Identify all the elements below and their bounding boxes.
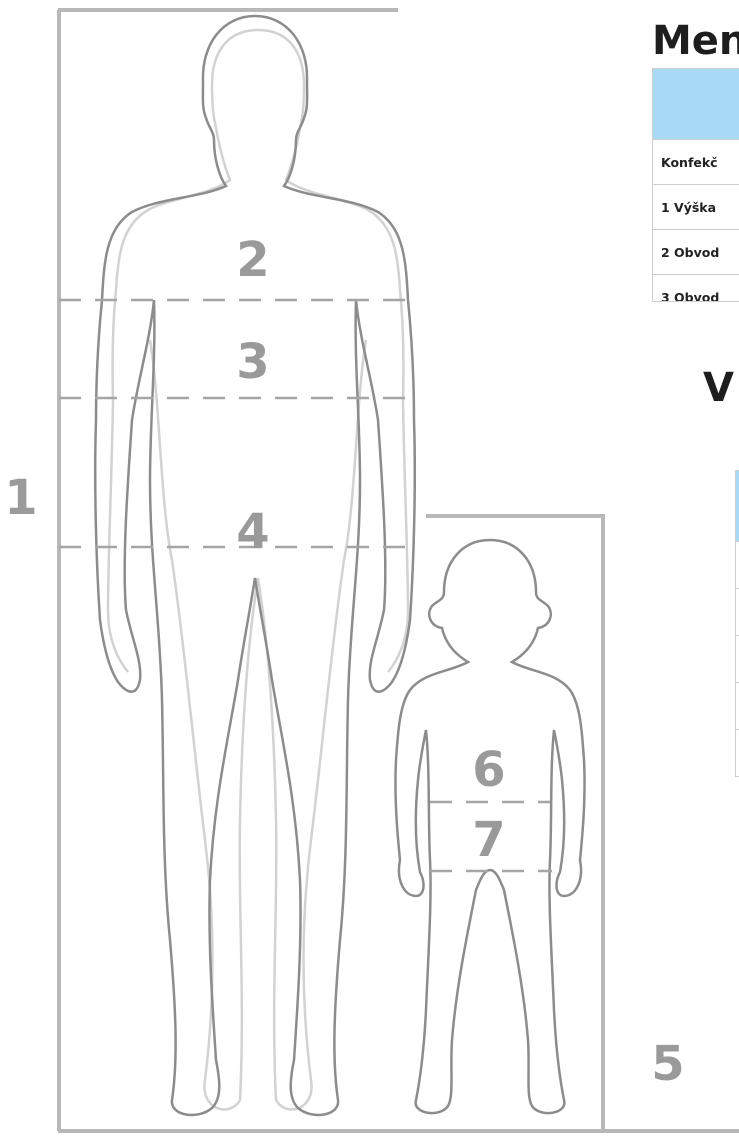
table-row: 3 Obvod xyxy=(653,274,739,302)
kids-size-table xyxy=(735,470,739,777)
table-row: Konfekč xyxy=(653,139,739,184)
label-5-kid-height: 5 xyxy=(648,1040,688,1088)
label-6-kid-chest: 6 xyxy=(466,746,512,794)
label-2-chest: 2 xyxy=(228,236,278,284)
table-row: 2 Obvod xyxy=(653,229,739,274)
men-table-header xyxy=(653,69,739,139)
label-4-hips: 4 xyxy=(228,508,278,556)
men-size-title: Men xyxy=(652,18,739,64)
table-row: 1 Výška xyxy=(653,184,739,229)
adult-height-frame xyxy=(58,10,739,1131)
label-7-kid-waist: 7 xyxy=(466,816,512,864)
label-3-waist: 3 xyxy=(228,338,278,386)
men-size-table: Konfekč 1 Výška 2 Obvod 3 Obvod xyxy=(652,68,739,302)
adult-front-silhouette xyxy=(95,16,415,1115)
label-1-height: 1 xyxy=(4,474,38,522)
kids-size-title: V xyxy=(703,365,734,411)
